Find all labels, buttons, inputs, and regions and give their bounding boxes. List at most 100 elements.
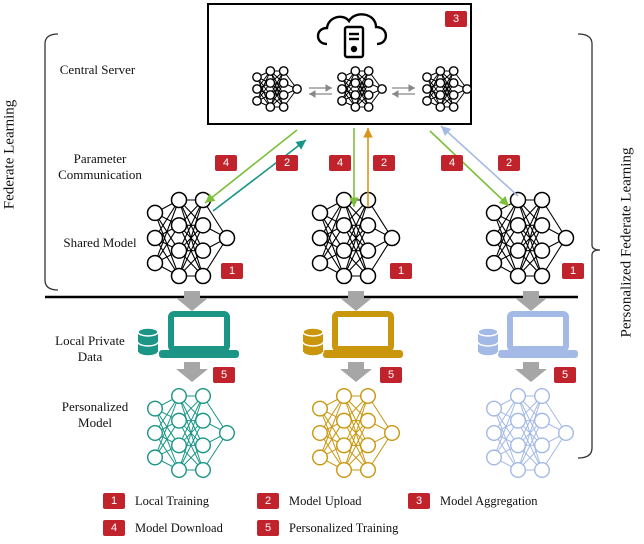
network-node [533,217,551,234]
database-icon [477,327,499,357]
network-edge [517,199,543,251]
network-edge [426,70,441,102]
network-node [485,254,503,272]
network-node [360,388,377,405]
network-node [448,78,459,88]
network-node [363,66,374,76]
network-node [194,412,211,429]
network-node [510,462,527,479]
network-node [265,102,276,112]
process-arrow [176,362,208,382]
network-node [350,102,361,112]
network-node [170,191,188,209]
network-node [534,412,551,429]
network-node [534,437,551,454]
network-node [422,72,432,83]
network-node [170,242,188,259]
network-edge [517,395,543,471]
network-node [265,78,276,88]
network-node [194,462,211,479]
network-node [170,388,187,405]
badge-personalized-training: 5 [554,367,576,383]
laptop-icon [498,311,578,358]
shared-model-network-icon [311,191,401,285]
network-edge [354,70,370,108]
process-arrow [176,291,208,311]
network-node [448,66,459,76]
network-node [350,78,361,88]
network-node [146,449,163,466]
network-node [557,229,575,247]
network-node [510,437,527,454]
network-node [533,242,551,259]
network-node [335,191,353,209]
network-node [350,90,361,100]
network-node [509,217,527,234]
federate-learning-label: Federate Learning [1,99,18,210]
network-node [252,95,262,106]
network-node [146,400,163,417]
network-edge [178,199,204,277]
network-edge [154,199,180,264]
network-node [194,217,212,234]
network-node [435,66,446,76]
network-node [312,400,329,417]
network-node [435,78,446,88]
network-node [462,84,472,94]
network-node [170,412,187,429]
network-node [363,90,374,100]
network-node [360,437,377,454]
federate-learning-bracket [44,33,59,291]
badge-model-upload: 2 [498,155,520,171]
server-network-icon [252,66,302,112]
process-arrow [515,362,547,382]
network-node [146,204,164,222]
network-node [486,425,503,442]
network-node [336,437,353,454]
network-node [194,242,212,259]
network-node [509,191,527,209]
network-node [384,425,401,442]
server-network-icon [337,66,387,112]
network-node [265,66,276,76]
network-node [486,400,503,417]
network-node [312,425,329,442]
network-node [170,217,188,234]
badge-personalized-training: 5 [380,367,402,383]
central-server-label: Central Server [59,62,136,77]
network-node [363,78,374,88]
shared-model-label: Shared Model [63,235,137,250]
badge-local-training: 1 [390,263,412,279]
server-exchange-arrows [309,84,415,98]
network-node [422,84,432,94]
parameter-communication-label: Parameter Communication [58,151,142,182]
central-server-box [207,3,472,125]
network-node [170,462,187,479]
network-node [252,84,262,94]
personalized-federate-learning-bracket [577,33,601,459]
network-node [278,102,289,112]
network-node [252,72,262,83]
process-arrow [340,362,372,382]
network-node [337,95,347,106]
network-node [509,242,527,259]
network-node [278,78,289,88]
network-edge [439,70,455,108]
network-edge [319,395,345,458]
network-node [170,437,187,454]
network-node [448,102,459,112]
badge-model-download: 4 [441,155,463,171]
network-node [422,95,432,106]
network-node [311,204,329,222]
network-edge [178,199,204,251]
network-node [383,229,401,247]
network-edge [517,395,543,446]
network-edge [517,420,543,471]
network-node [435,102,446,112]
network-node [146,254,164,272]
network-node [170,267,188,285]
network-node [194,437,211,454]
